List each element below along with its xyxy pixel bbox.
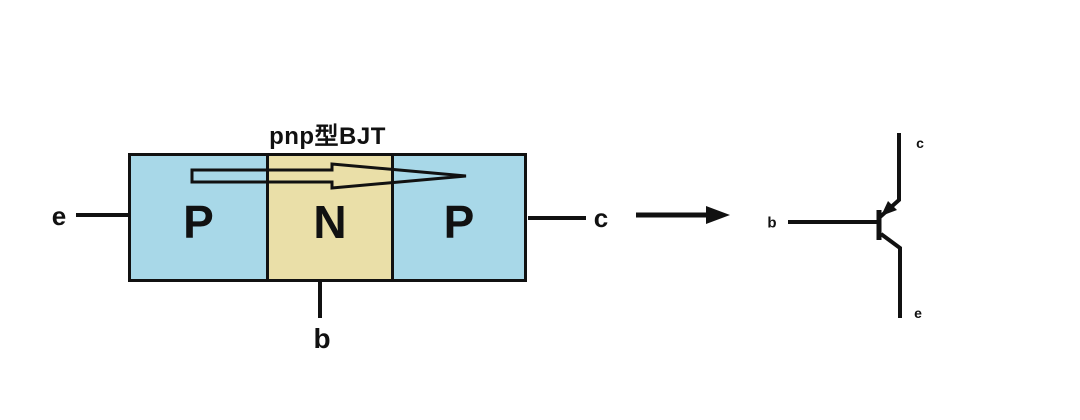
pnp-symbol [788, 133, 902, 318]
symbol-base-label: b [767, 214, 777, 232]
block-diagram: P N P [128, 153, 527, 282]
base-region-label: N [313, 195, 347, 248]
emitter-region-p: P [131, 156, 266, 279]
symbol-arrowhead-icon [881, 201, 897, 216]
emitter-region-label: P [183, 195, 214, 248]
collector-lead-label: c [593, 203, 609, 233]
base-region-n: N [266, 156, 391, 279]
transform-arrow-head [706, 206, 730, 224]
base-lead-label: b [313, 323, 331, 354]
symbol-collector-line [878, 133, 901, 219]
collector-region-p: P [391, 156, 524, 279]
symbol-emitter-line [879, 232, 902, 318]
transform-arrow-icon [636, 206, 730, 224]
figure-title: pnp型BJT [269, 123, 386, 150]
collector-region-label: P [443, 195, 475, 248]
symbol-emitter-label: e [914, 305, 922, 321]
emitter-lead-label: e [51, 201, 67, 231]
symbol-collector-label: c [916, 135, 924, 151]
